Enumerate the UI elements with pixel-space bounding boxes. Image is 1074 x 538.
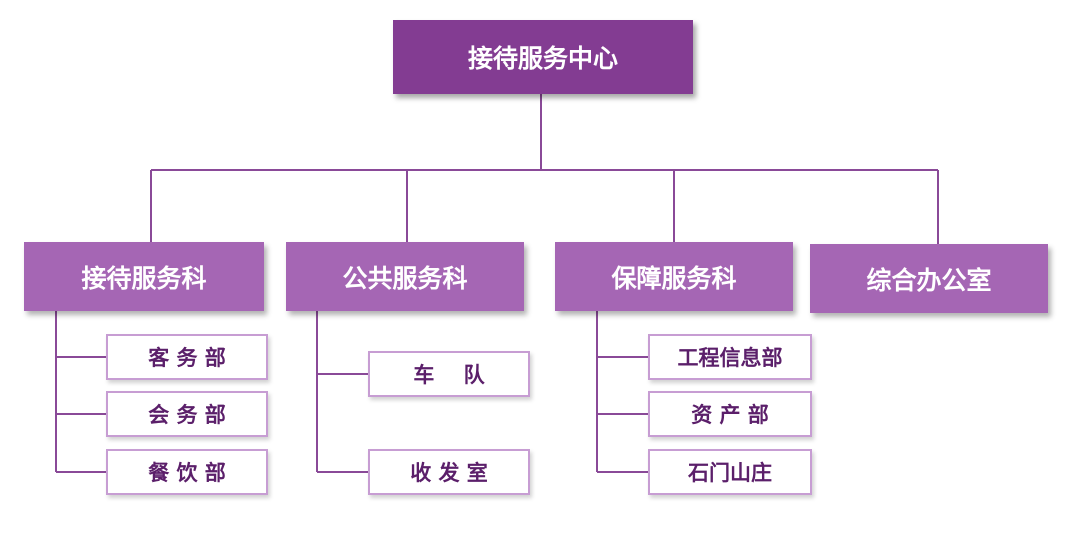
dept-node-public-service: 公共服务科 (286, 242, 524, 311)
dept-node-reception: 接待服务科 (24, 242, 264, 311)
sub-node-shimen-villa: 石门山庄 (648, 449, 812, 495)
sub-node-motorcade: 车 队 (368, 351, 530, 397)
sub-node-guest-affairs: 客 务 部 (106, 334, 268, 380)
sub-node-conference-affairs: 会 务 部 (106, 391, 268, 437)
sub-node-engineering-info: 工程信息部 (648, 334, 812, 380)
root-node: 接待服务中心 (393, 20, 693, 94)
sub-node-mail-room: 收 发 室 (368, 449, 530, 495)
sub-node-catering: 餐 饮 部 (106, 449, 268, 495)
dept-node-general-office: 综合办公室 (810, 244, 1048, 313)
dept-node-support-service: 保障服务科 (555, 242, 793, 311)
sub-node-assets: 资 产 部 (648, 391, 812, 437)
